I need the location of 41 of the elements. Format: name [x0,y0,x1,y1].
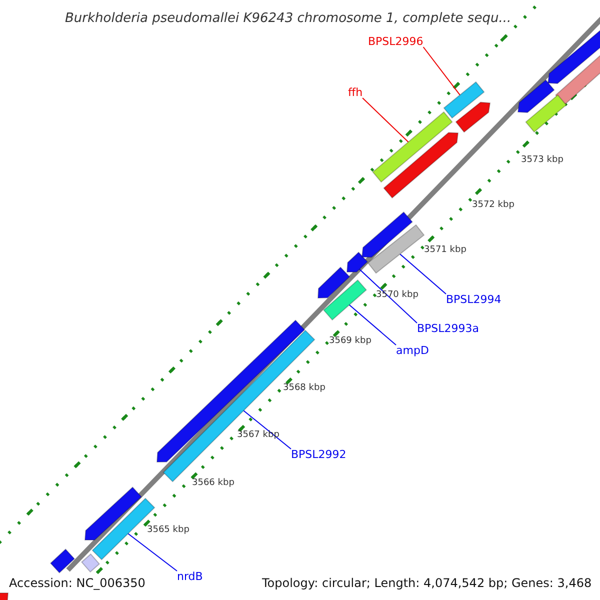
gene-label: ffh [348,87,363,98]
gene-block [525,94,567,133]
gene-block [0,592,9,600]
gene-block [81,553,100,573]
accession-text: Accession: NC_006350 [9,577,146,589]
leader-line [243,410,292,450]
scale-label: 3565 kbp [147,526,190,535]
summary-text: Topology: circular; Length: 4,074,542 bp; Genes: 3,468 [262,577,592,589]
leader-line [348,304,396,346]
gene-block [317,266,350,299]
leader-line [400,254,446,294]
gene-block [50,548,76,574]
gene-block [367,224,425,274]
leader-line [358,268,418,324]
gene-block [517,79,555,113]
scale-label: 3566 kbp [192,479,234,488]
gene-label: BPSL2992 [291,449,346,460]
leader-line [422,46,460,96]
scale-label: 3569 kbp [329,337,372,346]
leader-line [362,98,409,143]
scale-label: 3568 kbp [283,384,326,393]
gene-block [455,102,491,133]
scale-label: 3571 kbp [424,246,466,255]
gene-block [372,111,453,183]
gene-label: nrdB [177,571,203,582]
scale-label: 3573 kbp [521,156,564,165]
gene-label: BPSL2993a [417,323,480,334]
scale-label: 3572 kbp [472,201,514,210]
gene-label: BPSL2994 [446,294,502,305]
leader-line [128,533,178,572]
gene-block [361,211,413,258]
gene-block [547,29,600,84]
map-title: Burkholderia pseudomallei K96243 chromosome 1, complete sequ... [65,12,512,25]
gene-block [555,54,600,106]
gene-label: BPSL2996 [368,36,424,47]
gene-block [443,81,485,119]
gene-block [346,252,368,272]
gene-block [84,486,142,540]
gene-block [323,279,367,321]
gene-block [383,132,459,199]
gene-label: ampD [396,345,429,356]
